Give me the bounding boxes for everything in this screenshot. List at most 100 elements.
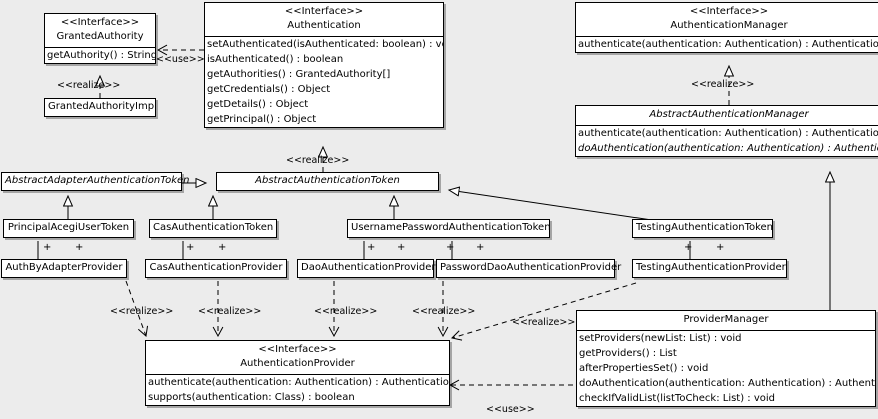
class-name: Authentication — [287, 20, 361, 31]
class-member: supports(authentication: Class) : boolea… — [148, 392, 355, 403]
edge-label-realize-abstract-authentication-token: <<realize>> — [286, 155, 350, 166]
class-header: <<Interface>> Authentication — [205, 3, 443, 36]
section-divider — [577, 330, 875, 331]
class-box-principal-acegi-user-token[interactable]: PrincipalAcegiUserToken — [3, 219, 134, 238]
edge-label-use-granted-authority: <<use>> — [156, 54, 205, 65]
class-members: authenticate(authentication: Authenticat… — [576, 126, 878, 156]
class-name: GrantedAuthorityImpl — [48, 101, 157, 112]
class-header: AbstractAuthenticationToken — [217, 173, 438, 190]
class-header: <<Interface>> AuthenticationManager — [576, 3, 878, 36]
class-members: setProviders(newList: List) : void getPr… — [577, 331, 875, 406]
class-box-username-password-authentication-token[interactable]: UsernamePasswordAuthenticationToken — [347, 219, 551, 238]
class-stereotype: <<Interface>> — [60, 17, 140, 28]
association-multiplicity: + — [716, 242, 725, 253]
class-header: CasAuthenticationProvider — [146, 260, 286, 277]
class-member: setAuthenticated(isAuthenticated: boolea… — [207, 39, 443, 50]
class-box-cas-authentication-provider[interactable]: CasAuthenticationProvider — [145, 259, 287, 278]
edge-label-use-provider-manager: <<use>> — [486, 404, 535, 415]
class-member: getDetails() : Object — [207, 99, 309, 110]
class-members: authenticate(authentication: Authenticat… — [576, 37, 878, 52]
class-member: doAuthentication(authentication: Authent… — [579, 378, 875, 389]
class-stereotype: <<Interface>> — [284, 6, 364, 17]
class-box-granted-authority[interactable]: <<Interface>> GrantedAuthority getAuthor… — [44, 13, 156, 64]
class-member: checkIfValidList(listToCheck: List) : vo… — [579, 393, 776, 404]
edge-label-realize-password-dao-provider: <<realize>> — [412, 306, 476, 317]
edge-label-realize-auth-by-adapter: <<realize>> — [110, 306, 174, 317]
class-member: afterPropertiesSet() : void — [579, 363, 709, 374]
class-header: DaoAuthenticationProvider — [298, 260, 436, 277]
edge-label-realize-testing-provider: <<realize>> — [512, 317, 576, 328]
class-box-authentication[interactable]: <<Interface>> Authentication setAuthenti… — [204, 2, 444, 128]
association-multiplicity: + — [186, 242, 195, 253]
association-multiplicity: + — [476, 242, 485, 253]
class-header: TestingAuthenticationProvider — [633, 260, 786, 277]
class-member: getAuthority() : String — [47, 50, 155, 61]
class-member: setProviders(newList: List) : void — [579, 333, 742, 344]
section-divider — [45, 47, 155, 48]
class-name: TestingAuthenticationToken — [636, 222, 774, 233]
class-member: getPrincipal() : Object — [207, 114, 317, 125]
class-box-abstract-authentication-manager[interactable]: AbstractAuthenticationManager authentica… — [575, 105, 878, 157]
class-box-provider-manager[interactable]: ProviderManager setProviders(newList: Li… — [576, 310, 876, 407]
association-multiplicity: + — [397, 242, 406, 253]
edge-label-realize-granted-authority-impl: <<realize>> — [57, 80, 121, 91]
edge-label-realize-cas-provider: <<realize>> — [198, 306, 262, 317]
class-name: CasAuthenticationToken — [153, 222, 274, 233]
class-box-cas-authentication-token[interactable]: CasAuthenticationToken — [149, 219, 277, 238]
class-member: getProviders() : List — [579, 348, 677, 359]
class-header: AuthByAdapterProvider — [2, 260, 126, 277]
class-members: getAuthority() : String — [45, 48, 155, 63]
class-name: AuthByAdapterProvider — [5, 262, 123, 273]
class-box-password-dao-authentication-provider[interactable]: PasswordDaoAuthenticationProvider — [436, 259, 622, 278]
class-header: PasswordDaoAuthenticationProvider — [437, 260, 622, 277]
class-name: PrincipalAcegiUserToken — [7, 222, 130, 233]
class-name: AbstractAuthenticationToken — [255, 175, 400, 186]
class-box-abstract-authentication-token[interactable]: AbstractAuthenticationToken — [216, 172, 439, 191]
class-box-authentication-provider[interactable]: <<Interface>> AuthenticationProvider aut… — [145, 340, 450, 406]
class-name: AuthenticationManager — [670, 20, 788, 31]
class-stereotype: <<Interface>> — [258, 344, 337, 355]
class-member: doAuthentication(authentication: Authent… — [578, 143, 878, 154]
class-box-testing-authentication-provider[interactable]: TestingAuthenticationProvider — [632, 259, 787, 278]
class-name: AbstractAuthenticationManager — [649, 109, 809, 120]
class-header: ProviderManager — [577, 311, 875, 330]
class-header: <<Interface>> AuthenticationProvider — [146, 341, 449, 374]
class-member: authenticate(authentication: Authenticat… — [148, 377, 449, 388]
class-name: CasAuthenticationProvider — [149, 262, 283, 273]
class-name: AuthenticationProvider — [240, 358, 355, 369]
class-member: getAuthorities() : GrantedAuthority[] — [207, 69, 391, 80]
class-name: PasswordDaoAuthenticationProvider — [440, 262, 622, 273]
class-name: TestingAuthenticationProvider — [636, 262, 786, 273]
class-box-dao-authentication-provider[interactable]: DaoAuthenticationProvider — [297, 259, 436, 278]
section-divider — [576, 36, 878, 37]
class-box-authentication-manager[interactable]: <<Interface>> AuthenticationManager auth… — [575, 2, 878, 53]
class-members: authenticate(authentication: Authenticat… — [146, 375, 449, 405]
association-multiplicity: + — [218, 242, 227, 253]
class-box-testing-authentication-token[interactable]: TestingAuthenticationToken — [632, 219, 773, 238]
association-multiplicity: + — [367, 242, 376, 253]
class-box-auth-by-adapter-provider[interactable]: AuthByAdapterProvider — [1, 259, 127, 278]
class-header: CasAuthenticationToken — [150, 220, 276, 237]
class-header: PrincipalAcegiUserToken — [4, 220, 133, 237]
association-multiplicity: + — [43, 242, 52, 253]
class-header: UsernamePasswordAuthenticationToken — [348, 220, 551, 237]
association-multiplicity: + — [684, 242, 693, 253]
class-member: isAuthenticated() : boolean — [207, 54, 344, 65]
class-member: getCredentials() : Object — [207, 84, 331, 95]
class-header: AbstractAuthenticationManager — [576, 106, 878, 125]
edge-label-realize-dao-provider: <<realize>> — [314, 306, 378, 317]
class-member: authenticate(authentication: Authenticat… — [578, 128, 878, 139]
class-header: <<Interface>> GrantedAuthority — [45, 14, 155, 47]
class-member: authenticate(authentication: Authenticat… — [578, 39, 878, 50]
class-name: DaoAuthenticationProvider — [301, 262, 436, 273]
class-box-granted-authority-impl[interactable]: GrantedAuthorityImpl — [44, 98, 157, 117]
section-divider — [205, 36, 443, 37]
association-multiplicity: + — [75, 242, 84, 253]
class-members: setAuthenticated(isAuthenticated: boolea… — [205, 37, 443, 127]
class-header: GrantedAuthorityImpl — [45, 99, 157, 116]
association-multiplicity: + — [446, 242, 455, 253]
section-divider — [576, 125, 878, 126]
class-header: AbstractAdapterAuthenticationToken — [2, 173, 190, 190]
class-box-abstract-adapter-authentication-token[interactable]: AbstractAdapterAuthenticationToken — [1, 172, 190, 191]
